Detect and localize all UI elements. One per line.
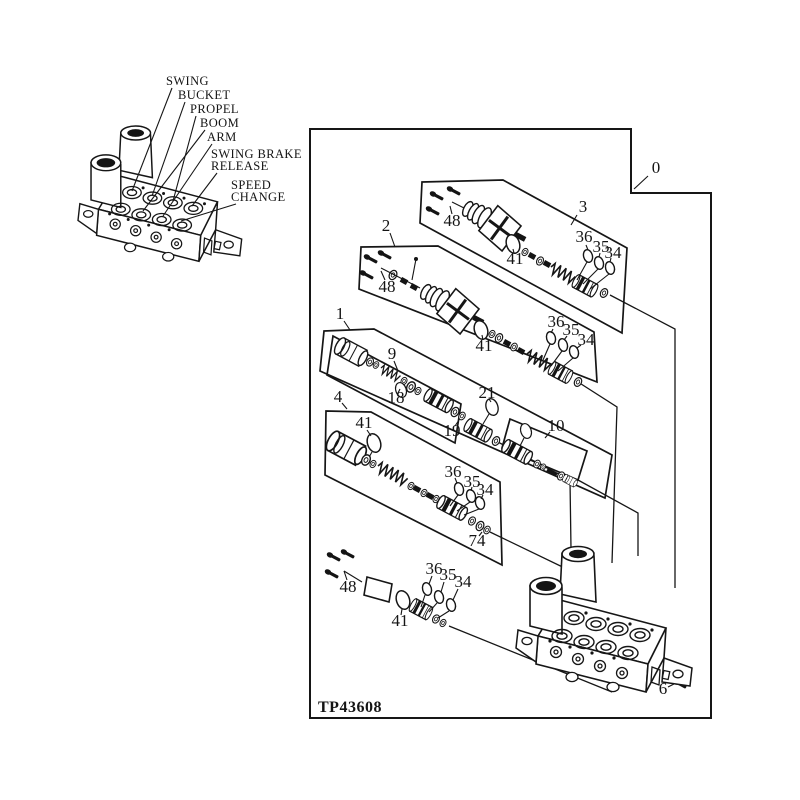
callout-leader-36 xyxy=(550,328,554,334)
group-3-panel xyxy=(419,179,628,335)
group-1-parts-chain xyxy=(331,335,579,489)
gasket-plate xyxy=(363,575,393,604)
callout-0: 0 xyxy=(652,158,661,177)
port-label-leader xyxy=(172,115,197,202)
callout-leader-34 xyxy=(609,257,612,263)
callout-35: 35 xyxy=(563,320,580,339)
callout-leader-36 xyxy=(428,575,433,585)
callout-34: 34 xyxy=(455,572,473,591)
figure-part-number: TP43608 xyxy=(318,699,382,716)
callout-leader-4 xyxy=(341,402,348,410)
group-4-panel xyxy=(324,410,503,567)
callout-leader-41 xyxy=(481,334,484,341)
callout-35: 35 xyxy=(593,237,610,256)
callout-41: 41 xyxy=(476,336,493,355)
port-label-arm: ARM xyxy=(207,130,237,144)
callout-36: 36 xyxy=(426,559,443,578)
callout-19: 19 xyxy=(444,421,461,440)
port-label-swing: SWING xyxy=(166,74,209,88)
port-label-leader xyxy=(162,143,213,217)
callout-leader-19 xyxy=(454,419,460,427)
callout-48: 48 xyxy=(379,277,396,296)
callout-36: 36 xyxy=(548,312,565,331)
callout-leader-36 xyxy=(454,477,458,484)
port-label-leader xyxy=(142,129,206,212)
callout-leader-41 xyxy=(366,429,372,437)
callout-36: 36 xyxy=(576,227,593,246)
callout-41: 41 xyxy=(392,611,409,630)
callout-36: 36 xyxy=(445,462,462,481)
group-4-parts-chain xyxy=(322,428,493,536)
callout-leader-74 xyxy=(478,531,483,537)
port-label-leader xyxy=(180,203,237,222)
pilot-cover-parts-chain xyxy=(323,548,458,629)
group-3-parts-chain xyxy=(424,185,617,300)
callout-48: 48 xyxy=(444,211,461,230)
callout-leader-35 xyxy=(598,252,601,258)
callout-4: 4 xyxy=(334,387,343,406)
group-1-panel xyxy=(319,328,613,500)
callout-3: 3 xyxy=(579,197,588,216)
callout-10: 10 xyxy=(548,416,565,435)
callout-leader-35 xyxy=(470,486,473,492)
callout-48: 48 xyxy=(340,577,357,596)
callout-leader-48 xyxy=(343,570,348,581)
callout-6: 6 xyxy=(659,679,668,698)
callout-leader-34 xyxy=(452,588,459,601)
callout-leader-0 xyxy=(633,175,649,190)
callout-9: 9 xyxy=(388,344,397,363)
group-2-panel xyxy=(358,245,598,384)
callout-leader-35 xyxy=(440,581,445,593)
callout-34: 34 xyxy=(605,243,623,262)
callout-41: 41 xyxy=(507,249,524,268)
callout-34: 34 xyxy=(477,480,495,499)
callout-leader-41 xyxy=(400,608,403,616)
callout-2: 2 xyxy=(382,216,391,235)
group-10-panel xyxy=(500,417,589,482)
callout-leader-41 xyxy=(512,248,515,254)
group-panels xyxy=(319,179,628,567)
callout-leader-10 xyxy=(544,431,551,439)
group-9-inner-panel xyxy=(326,334,462,445)
port-label-bucket: BUCKET xyxy=(178,88,230,102)
port-label-propel: PROPEL xyxy=(190,102,239,116)
callout-leader-3 xyxy=(570,214,578,226)
callout-leader-35 xyxy=(563,335,568,341)
callout-21: 21 xyxy=(479,383,496,402)
callout-leader-1 xyxy=(343,320,351,331)
callout-35: 35 xyxy=(440,565,457,584)
callout-leader-9 xyxy=(393,360,399,372)
callout-leader-34 xyxy=(576,344,582,349)
callout-leader-48 xyxy=(380,270,386,281)
callout-leader-34 xyxy=(480,494,484,500)
callout-34: 34 xyxy=(578,330,596,349)
callout-leader-18 xyxy=(397,388,401,394)
figure-border xyxy=(309,128,712,719)
callout-18: 18 xyxy=(388,388,405,407)
callout-leader-2 xyxy=(389,232,396,248)
port-label-boom: BOOM xyxy=(200,116,239,130)
callout-74: 74 xyxy=(469,531,487,550)
callout-35: 35 xyxy=(464,472,481,491)
callout-41: 41 xyxy=(356,413,373,432)
callout-leader-21 xyxy=(488,398,492,403)
callout-leader-48 xyxy=(449,205,453,215)
callout-leader-36 xyxy=(585,244,589,251)
port-label-leader xyxy=(191,172,218,207)
port-label-leader xyxy=(131,87,173,192)
callout-leader-6 xyxy=(667,683,675,688)
group-2-parts-chain xyxy=(358,249,584,389)
port-label-leader xyxy=(151,101,186,197)
callout-1: 1 xyxy=(336,304,345,323)
